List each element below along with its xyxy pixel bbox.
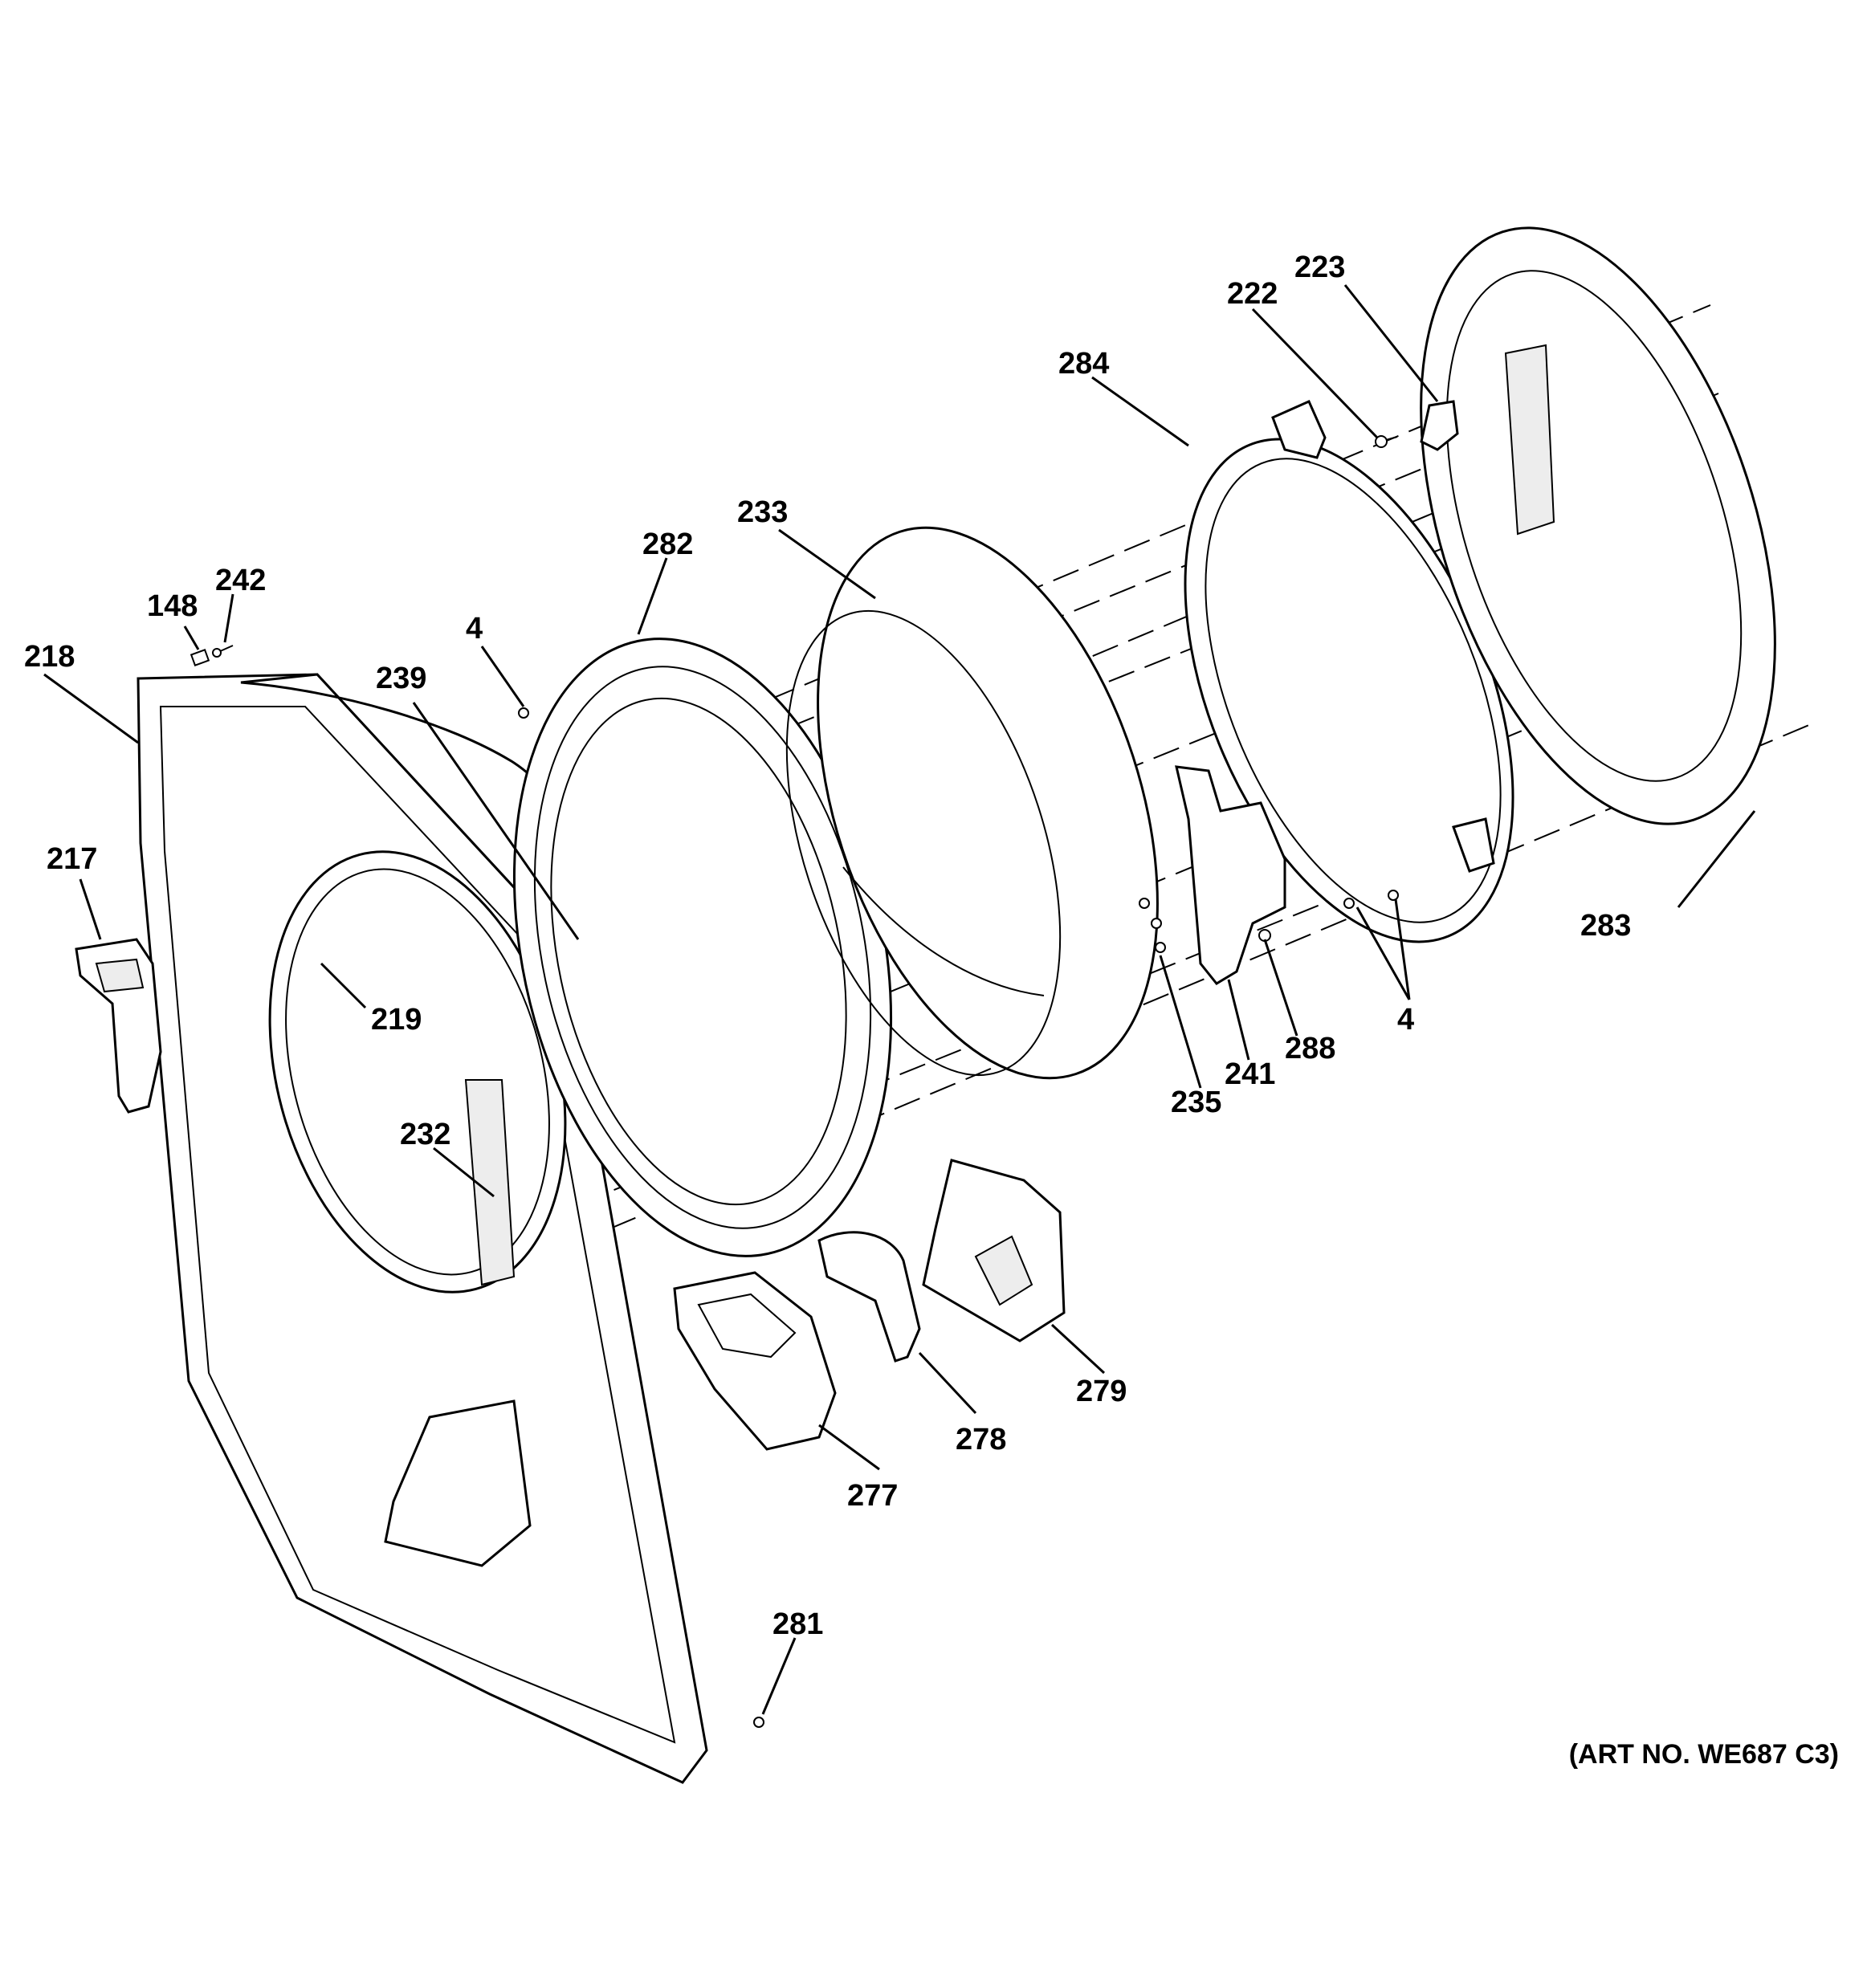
callout-283: 283	[1580, 909, 1631, 943]
screw-222	[1375, 435, 1398, 448]
cap-278	[817, 1231, 921, 1363]
door-frame-283	[1420, 226, 1776, 825]
art-number: (ART NO. WE687 C3)	[1569, 1739, 1839, 1770]
callout-242: 242	[215, 564, 266, 597]
callout-218: 218	[24, 640, 75, 674]
hinge-223	[1420, 400, 1459, 451]
screw-288	[1258, 929, 1271, 942]
callout-284: 284	[1058, 347, 1109, 381]
callout-279: 279	[1076, 1375, 1127, 1408]
callout-4-right: 4	[1397, 1003, 1414, 1037]
callout-235: 235	[1171, 1086, 1221, 1119]
callout-277: 277	[847, 1479, 898, 1513]
callout-219: 219	[371, 1003, 422, 1037]
callout-4-left: 4	[466, 612, 483, 646]
callout-222: 222	[1227, 277, 1278, 311]
callouts: 218 148 242 217 239 219 232 4 282 233 28…	[24, 251, 1631, 1641]
callout-148: 148	[147, 589, 198, 623]
callout-281: 281	[772, 1607, 823, 1641]
callout-241: 241	[1225, 1057, 1275, 1091]
callout-239: 239	[376, 662, 426, 695]
latch-217	[75, 938, 162, 1114]
callout-288: 288	[1285, 1032, 1335, 1065]
screws-4-right	[1343, 890, 1399, 909]
screw-4-left	[518, 707, 529, 719]
boot-233	[785, 526, 1159, 1080]
screw-281	[753, 1717, 764, 1728]
callout-282: 282	[642, 528, 693, 561]
callout-233: 233	[737, 495, 788, 529]
screw-242	[212, 645, 234, 658]
housing-277	[673, 1271, 837, 1451]
callout-217: 217	[47, 842, 97, 876]
screws-235	[1139, 898, 1166, 953]
clip-148	[190, 649, 210, 666]
bracket-279	[922, 1159, 1066, 1342]
callout-223: 223	[1294, 251, 1345, 284]
callout-278: 278	[956, 1423, 1006, 1456]
front-panel-218	[137, 673, 708, 1784]
leader-lines	[43, 284, 1756, 1715]
callout-232: 232	[400, 1118, 450, 1151]
switch-241	[1175, 765, 1286, 985]
